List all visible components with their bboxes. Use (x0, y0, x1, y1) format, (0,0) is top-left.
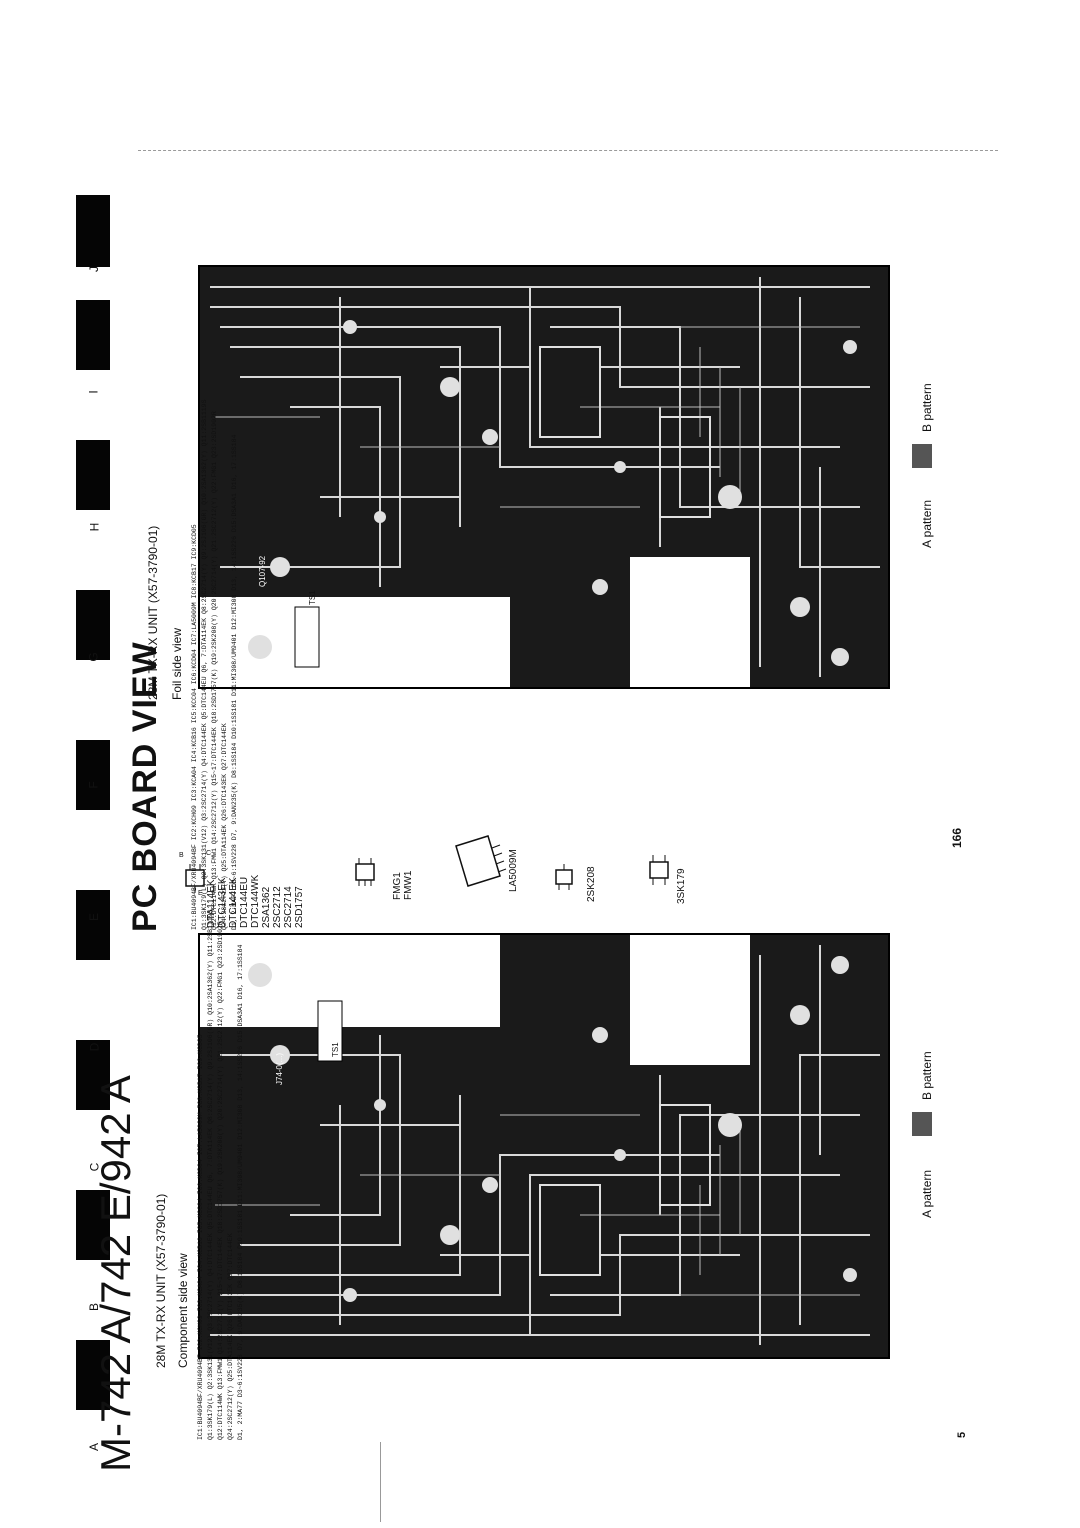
grid-letter-e: E (86, 912, 101, 922)
edge-tab-7 (76, 1040, 110, 1110)
component-ts1-label: TS1 (331, 1042, 340, 1057)
pkg-part: 2SC2714 (283, 886, 294, 928)
grid-letter-i: I (87, 390, 101, 394)
parts-line-1: IC1:BU4094BF/XRU4094BF IC2:KCH09 IC3:KCA… (197, 1034, 204, 1440)
component-part-code: J74-0(...) (275, 1052, 284, 1085)
transistor-pin-b: B (179, 852, 184, 859)
grid-letter-h: H (86, 522, 101, 532)
parts-line-3: Q12:DTC114WK Q13:FMW1 Q14:2SC2712(Y) Q15… (217, 921, 224, 1440)
grid-letter-f: F (87, 781, 101, 789)
grid-letter-g: G (87, 652, 101, 662)
foil-side-board: TS1 Q107-92 (198, 265, 890, 689)
package-fmg1 (346, 852, 396, 902)
pkg-part: 2SC2712 (272, 886, 283, 928)
transistor-pin-c: C (206, 850, 212, 857)
component-legend-a: A pattern (920, 1169, 934, 1218)
pkg-part: 2SA1362 (261, 886, 272, 928)
fmg1-package-icon (355, 858, 375, 886)
component-unit-label: 28M TX-RX UNIT (X57-3790-01) (154, 1193, 168, 1368)
page-number: 166 (950, 827, 964, 848)
parts-line-4: Q24:2SC2712(Y) Q25:DTA114EK Q26:DTC143EK… (227, 1233, 234, 1440)
corner-mark: 5 (956, 1431, 968, 1438)
edge-tab-8 (76, 1190, 110, 1260)
fmg1-part-list: FMG1 FMW1 (392, 871, 414, 900)
package-2sk208 (546, 858, 586, 898)
edge-tab-1 (76, 195, 110, 267)
package-la5009m (448, 826, 508, 906)
pkg-part: DTC144WK (250, 874, 261, 928)
transistor-package-icon (185, 864, 205, 892)
grid-letter-d: D (86, 1042, 101, 1052)
component-board-traces (200, 935, 880, 1345)
2sk208-part-label: 2SK208 (586, 866, 597, 902)
foil-board-traces (200, 277, 880, 687)
edge-tab-9 (76, 1340, 110, 1410)
foil-legend-b-swatch (912, 444, 932, 468)
register-mark (380, 1442, 381, 1522)
pkg-part: FMW1 (403, 870, 414, 900)
pkg-part: FMG1 (392, 872, 403, 900)
component-legend-b-swatch (912, 1112, 932, 1136)
foil-unit-label: 28M TX-RX UNIT (X57-3790-01) (146, 525, 160, 700)
component-side-label: Component side view (176, 1253, 190, 1368)
parts-line-2: Q1:3SK179(L) Q2:3SK131(V12) Q3:2SC2714(Y… (207, 909, 214, 1441)
foil-ts1-label: TS1 (308, 590, 317, 605)
component-legend-b: B pattern (920, 1051, 934, 1100)
grid-letter-j: J (87, 266, 101, 272)
edge-tab-6 (76, 890, 110, 960)
la5009m-part-label: LA5009M (508, 849, 519, 892)
parts-line-5: D1, 2:MA77 D3~6:1SV228 D7, 9:DAN235(K) D… (237, 944, 244, 1440)
edge-tab-5 (76, 740, 110, 810)
2sk208-package-icon (555, 864, 573, 890)
edge-tab-4 (76, 590, 110, 660)
package-transistor: B C E (176, 850, 296, 930)
model-title: M-742 A/742 E/942 A (92, 1075, 139, 1472)
component-side-board: TS1 J74-0(...) (198, 933, 890, 1359)
pkg-part: 2SD1757 (294, 886, 305, 928)
transistor-pin-e: E (198, 890, 203, 897)
3sk179-part-label: 3SK179 (676, 868, 687, 904)
foil-legend-b: B pattern (920, 383, 934, 432)
la5009m-package-icon (455, 835, 507, 887)
package-3sk179 (640, 848, 680, 898)
top-divider (138, 150, 998, 151)
foil-part-code: Q107-92 (258, 555, 267, 587)
foil-side-label: Foil side view (170, 627, 184, 700)
parts-list-lower: IC1:BU4094BF/XRU4094BF IC2:KCH09 IC3:KCA… (196, 910, 246, 1441)
edge-tab-2 (76, 300, 110, 370)
foil-legend-a: A pattern (920, 499, 934, 548)
3sk179-package-icon (649, 855, 669, 885)
edge-tab-3 (76, 440, 110, 510)
